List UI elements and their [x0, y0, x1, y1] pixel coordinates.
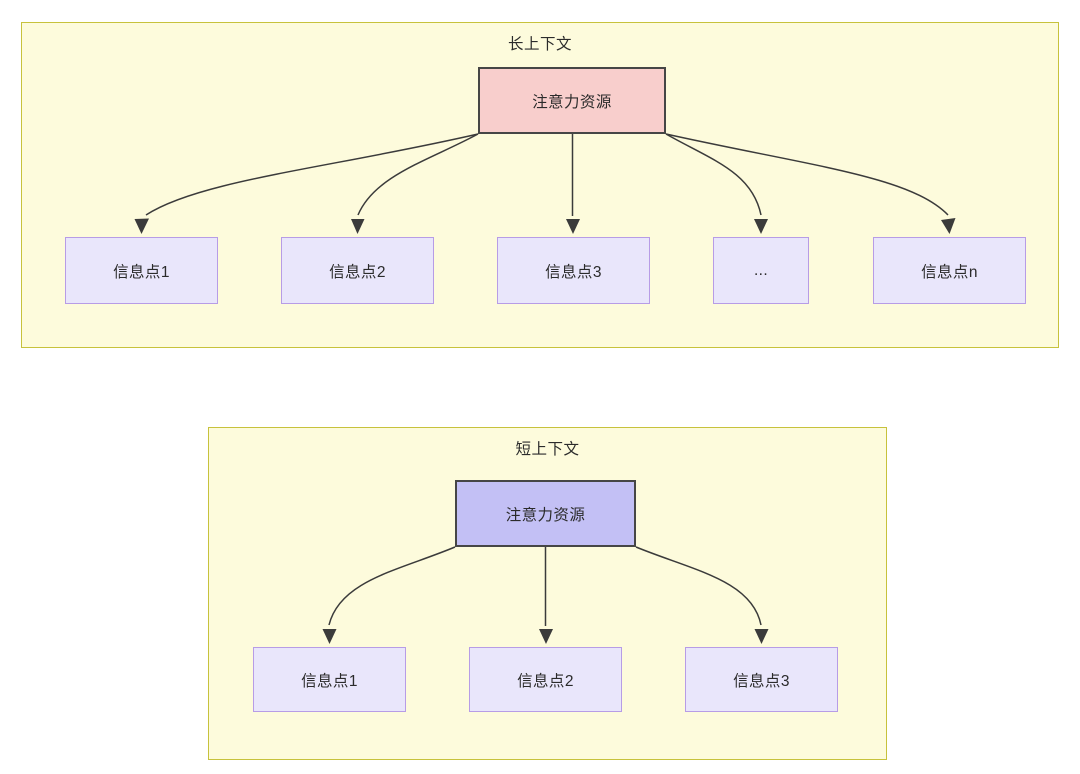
node-info-point-3-long[interactable]: 信息点3	[497, 237, 650, 304]
node-info-point-1-short[interactable]: 信息点1	[253, 647, 406, 712]
group-long-context-title: 长上下文	[507, 36, 572, 53]
group-short-context-title: 短上下文	[515, 441, 580, 458]
node-info-point-3-short[interactable]: 信息点3	[685, 647, 838, 712]
node-attention-resource-short[interactable]: 注意力资源	[455, 480, 636, 547]
node-info-point-2-long[interactable]: 信息点2	[281, 237, 434, 304]
node-info-point-2-short[interactable]: 信息点2	[469, 647, 622, 712]
node-info-point-ellipsis-long[interactable]: ...	[713, 237, 809, 304]
node-info-point-1-long[interactable]: 信息点1	[65, 237, 218, 304]
node-attention-resource-long[interactable]: 注意力资源	[478, 67, 666, 134]
node-info-point-n-long[interactable]: 信息点n	[873, 237, 1026, 304]
